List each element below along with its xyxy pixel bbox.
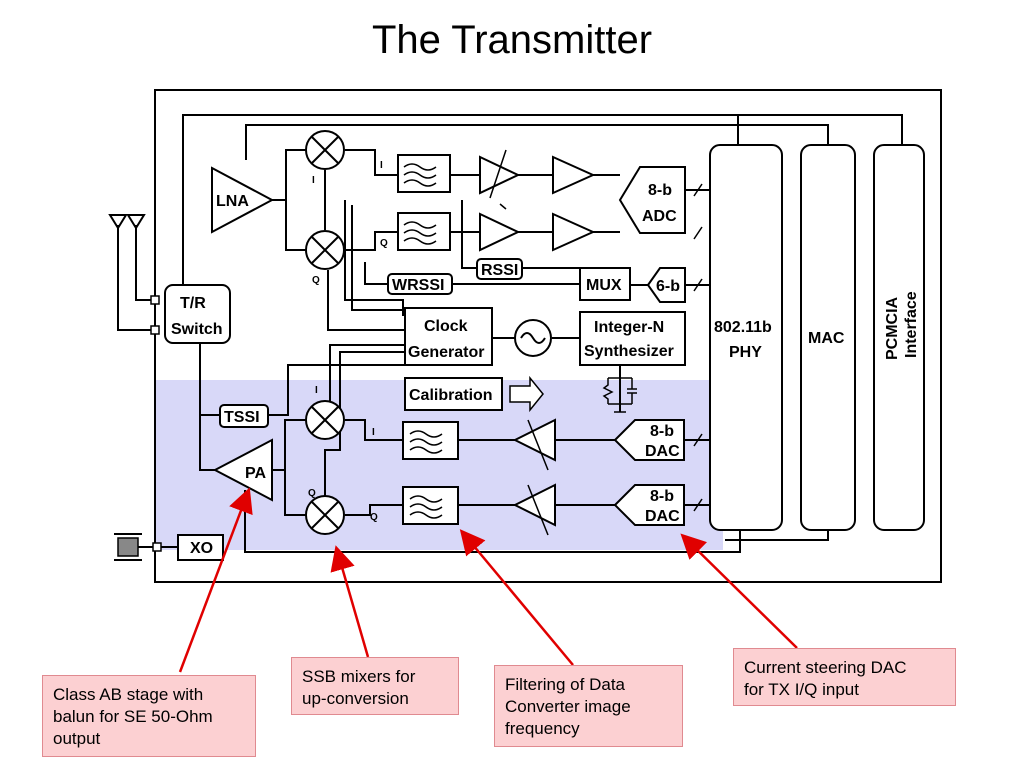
wrssi-label: WRSSI [392,277,444,294]
tx-filter-i [402,421,459,460]
pcmcia-block: PCMCIA Interface [873,144,925,531]
dac-q-block: 8-b DAC [613,484,685,526]
clock-label-2: Generator [408,344,484,361]
lna-label: LNA [216,193,249,210]
arrow-mixer [330,545,370,658]
mac-label: MAC [808,330,845,347]
calibration-label: Calibration [409,387,493,404]
callout-dac-text: Current steering DAC for TX I/Q input [744,658,907,699]
tx-filter-q [402,486,459,525]
synth-label-2: Synthesizer [584,343,674,360]
dac-i-label-1: 8-b [650,423,674,440]
six-bit-dac-block: 6-b [646,267,686,303]
mux-label: MUX [586,277,622,294]
tx-vga-i [512,418,556,462]
phy-block: 802.11b PHY [709,144,783,531]
tssi-label: TSSI [224,409,260,426]
pcmcia-label-2: Interface [903,291,920,358]
tx-i-label-2: I [372,427,375,438]
dac-q-label-2: DAC [645,508,680,525]
synth-label-1: Integer-N [594,319,664,336]
rx-amp-i [552,155,596,195]
callout-dac: Current steering DAC for TX I/Q input [733,648,956,706]
vco-icon [514,319,552,357]
loop-filter-icon [602,377,637,413]
dac-q-label-1: 8-b [650,488,674,505]
arrow-pa [178,487,253,673]
mux-block: MUX [579,267,631,301]
rx-q-label-2: Q [380,238,388,249]
rssi-block: RSSI [476,258,523,280]
callout-mixers-text: SSB mixers for up-conversion [302,667,416,708]
rx-i-label-2: I [380,160,383,171]
tx-mixer-q [305,495,345,535]
tr-label-2: Switch [171,321,223,338]
slide-title: The Transmitter [371,18,653,62]
rx-filter-q [397,212,451,251]
tx-vga-q [512,483,556,527]
rssi-label: RSSI [481,262,518,279]
clock-generator-block: Clock Generator [404,307,493,366]
callout-mixers: SSB mixers for up-conversion [291,657,459,715]
calibration-block: Calibration [404,377,503,411]
phy-label-1: 802.11b [714,319,772,336]
wrssi-block: WRSSI [387,273,453,295]
tssi-block: TSSI [219,404,269,428]
tx-mixer-i [305,400,345,440]
rx-q-label: Q [312,275,320,286]
calibration-arrow-icon [509,375,544,413]
antenna-icon [108,214,146,230]
tr-label-1: T/R [180,295,206,312]
synthesizer-block: Integer-N Synthesizer [579,311,686,366]
adc-block: 8-b ADC [618,166,686,234]
mac-block: MAC [800,144,856,531]
callout-filtering: Filtering of Data Converter image freque… [494,665,683,747]
tr-switch-block: T/R Switch [150,284,231,344]
arrow-filter [459,529,574,666]
rx-vga-q [479,212,521,252]
clock-label-1: Clock [424,318,468,335]
adc-label-2: ADC [642,208,677,225]
tx-q-label-2: Q [370,512,378,523]
lna-block: LNA [211,166,275,234]
crystal-icon [114,533,162,561]
chip-boundary [154,89,942,583]
arrow-dac [680,533,798,649]
rx-amp-q [552,212,596,252]
tx-q-label: Q [308,488,316,499]
rx-mixer-q [305,230,345,270]
callout-pa-text: Class AB stage with balun for SE 50-Ohm … [53,685,213,748]
callout-pa: Class AB stage with balun for SE 50-Ohm … [42,675,256,757]
pa-block: PA [212,438,273,502]
xo-block: XO [177,534,224,561]
xo-label: XO [190,540,213,557]
six-bit-label: 6-b [656,278,680,295]
rx-vga-i [479,155,521,195]
rx-filter-i [397,154,451,193]
rx-mixer-i [305,130,345,170]
phy-label-2: PHY [729,344,762,361]
callout-filtering-text: Filtering of Data Converter image freque… [505,675,631,738]
adc-label-1: 8-b [648,182,672,199]
dac-i-label-2: DAC [645,443,680,460]
tx-i-label: I [315,385,318,396]
dac-i-block: 8-b DAC [613,419,685,461]
pa-label: PA [245,465,266,482]
rx-i-label: I [312,175,315,186]
pcmcia-label-1: PCMCIA [884,296,901,360]
